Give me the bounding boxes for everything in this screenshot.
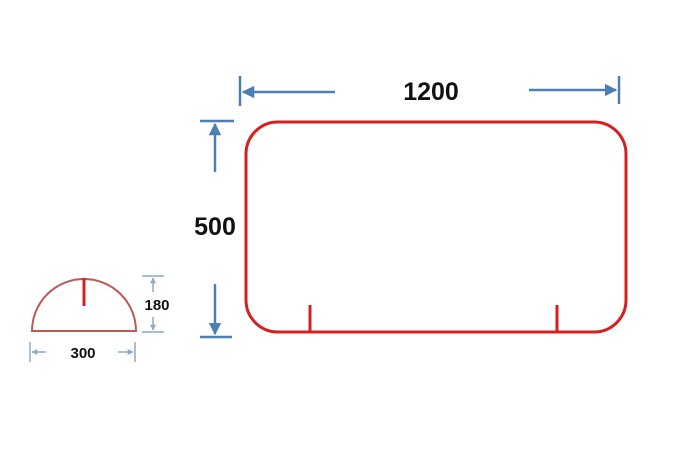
height-label: 500 bbox=[194, 213, 236, 241]
semicircle-width-label: 300 bbox=[70, 345, 95, 362]
semicircle-height-label: 180 bbox=[144, 297, 169, 314]
semicircle-outline bbox=[30, 278, 138, 332]
main-rounded-rectangle bbox=[244, 120, 628, 334]
width-label: 1200 bbox=[403, 78, 459, 106]
